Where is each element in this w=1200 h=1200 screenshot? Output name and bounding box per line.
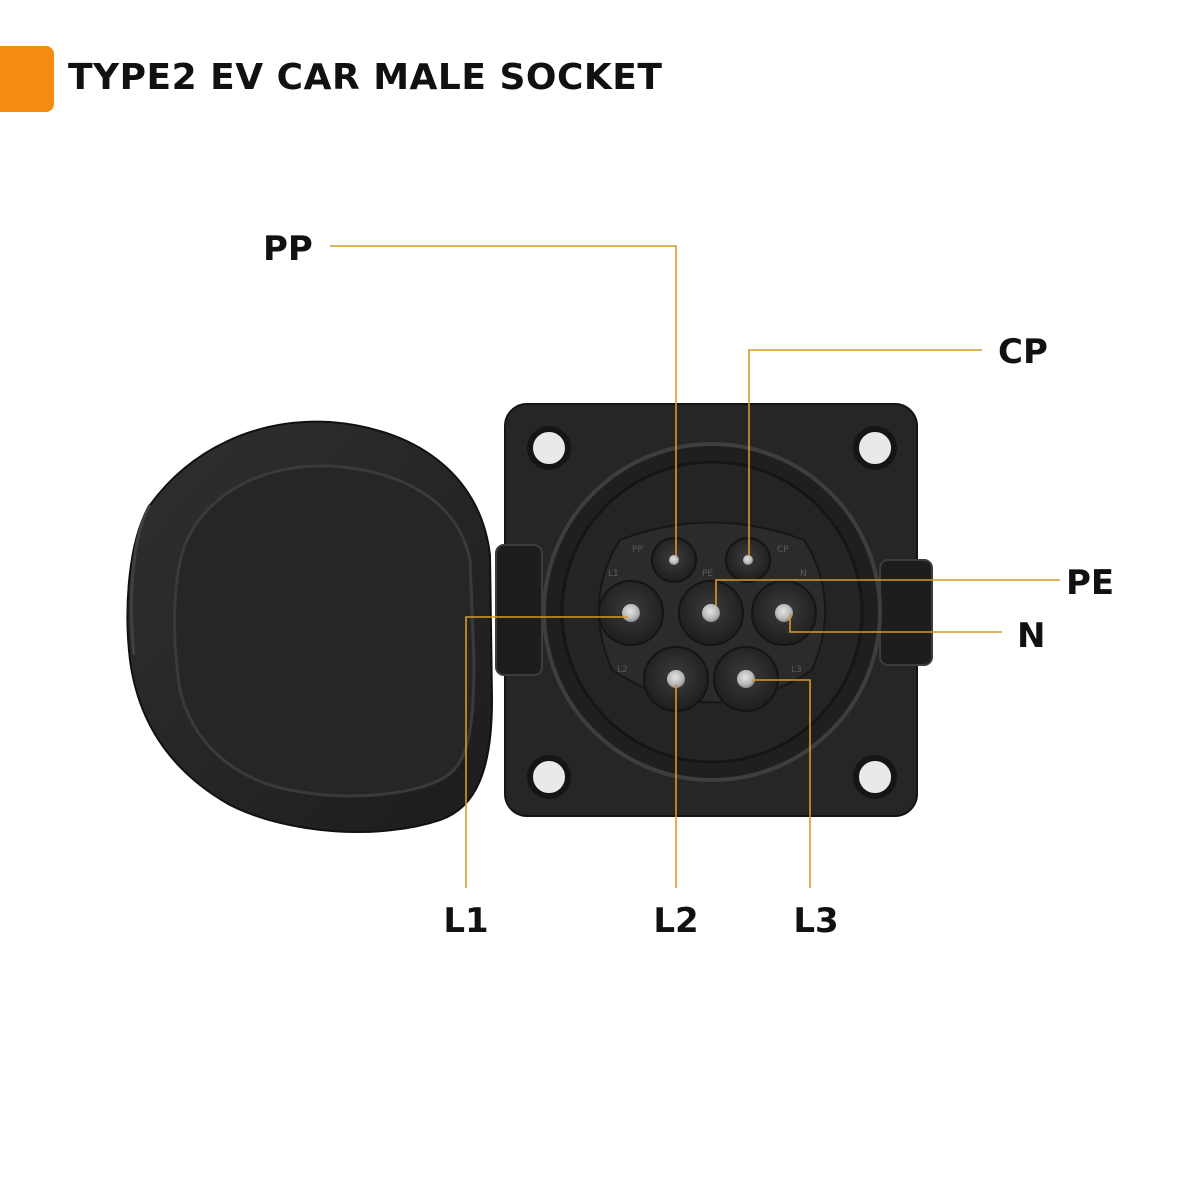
leader-line-pe bbox=[715, 579, 1060, 606]
pin-label-l2: L2 bbox=[653, 901, 698, 941]
leader-line-cp bbox=[748, 349, 982, 556]
face-label-pe: PE bbox=[702, 569, 713, 579]
pin-cp bbox=[725, 537, 771, 583]
pin-label-cp: CP bbox=[998, 332, 1048, 372]
pin-l1 bbox=[598, 580, 664, 646]
pin-label-l3: L3 bbox=[793, 901, 838, 941]
leader-lines bbox=[330, 245, 1060, 888]
face-label-l1: L1 bbox=[608, 569, 619, 579]
pin-n bbox=[751, 580, 817, 646]
leader-line-pp bbox=[330, 245, 677, 556]
page-title: TYPE2 EV CAR MALE SOCKET bbox=[68, 57, 663, 98]
pin-label-pp: PP bbox=[263, 229, 313, 269]
hinged-cap-icon bbox=[126, 420, 494, 833]
face-label-pp: PP bbox=[632, 545, 643, 555]
pin-pp bbox=[651, 537, 697, 583]
pin-label-l1: L1 bbox=[443, 901, 488, 941]
face-label-n: N bbox=[800, 569, 807, 579]
accent-square bbox=[0, 46, 54, 112]
leader-line-l3 bbox=[752, 679, 811, 888]
pin-label-pe: PE bbox=[1066, 563, 1114, 603]
leader-line-l1 bbox=[465, 616, 628, 888]
leader-line-n bbox=[789, 614, 1002, 633]
face-label-l3: L3 bbox=[791, 665, 802, 675]
type2-socket-icon: PP CP L1 PE N L2 L3 bbox=[495, 403, 933, 817]
pin-label-n: N bbox=[1017, 616, 1045, 656]
header: TYPE2 EV CAR MALE SOCKET bbox=[0, 42, 1200, 114]
pin-l3 bbox=[713, 646, 779, 712]
face-label-l2: L2 bbox=[617, 665, 628, 675]
pin-pe bbox=[678, 580, 744, 646]
face-label-cp: CP bbox=[777, 545, 789, 555]
pin-labels: PP CP PE N L1 L2 L3 bbox=[263, 229, 1114, 941]
